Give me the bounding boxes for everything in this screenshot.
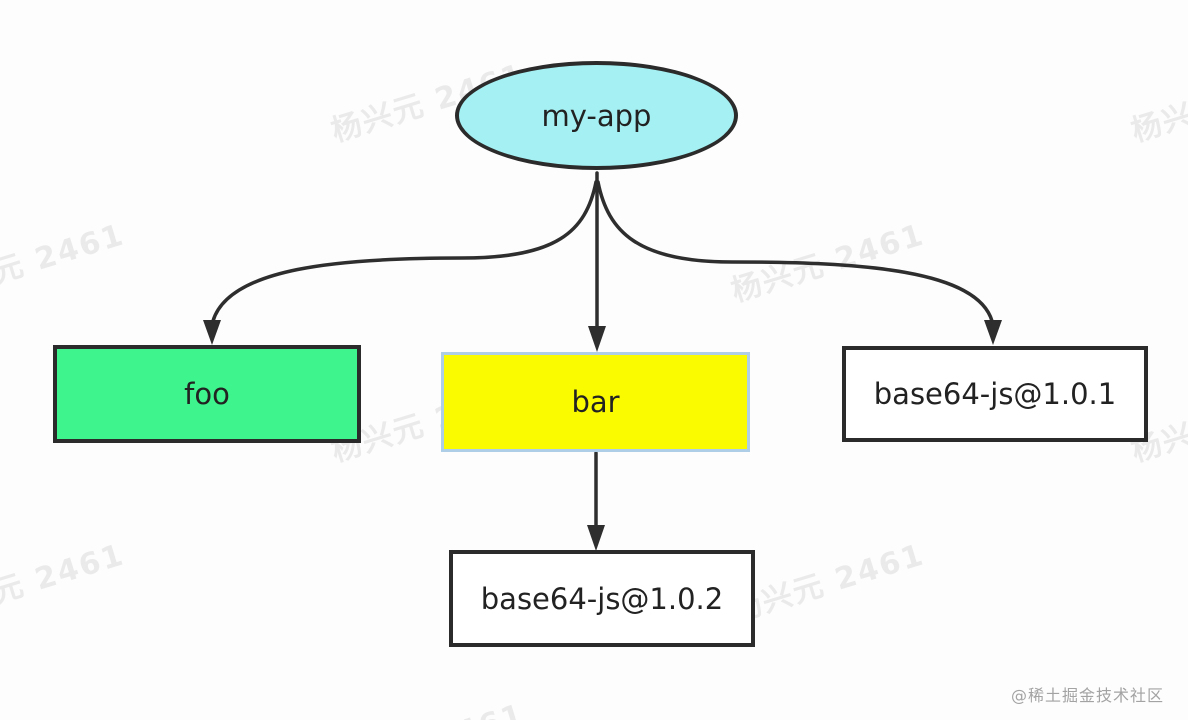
edge-bar-to-base64-js-1-0-2	[587, 451, 605, 551]
edge-my-app-to-base64-js-1-0-1	[596, 180, 1002, 345]
node-foo-label: foo	[184, 377, 230, 411]
node-bar-label: bar	[571, 385, 620, 419]
edge-my-app-to-foo	[203, 180, 598, 345]
node-bar: bar	[441, 352, 750, 452]
node-foo: foo	[53, 345, 361, 443]
node-base64-js-1-0-1: base64-js@1.0.1	[842, 346, 1148, 442]
node-base64-js-1-0-1-label: base64-js@1.0.1	[873, 377, 1117, 411]
node-base64-js-1-0-2: base64-js@1.0.2	[449, 550, 755, 647]
node-base64-js-1-0-2-label: base64-js@1.0.2	[480, 581, 724, 616]
node-my-app: my-app	[455, 61, 738, 170]
node-my-app-label: my-app	[541, 98, 652, 133]
edge-my-app-to-bar	[588, 171, 606, 352]
juejin-watermark-credit: @稀土掘金技术社区	[1010, 686, 1164, 705]
